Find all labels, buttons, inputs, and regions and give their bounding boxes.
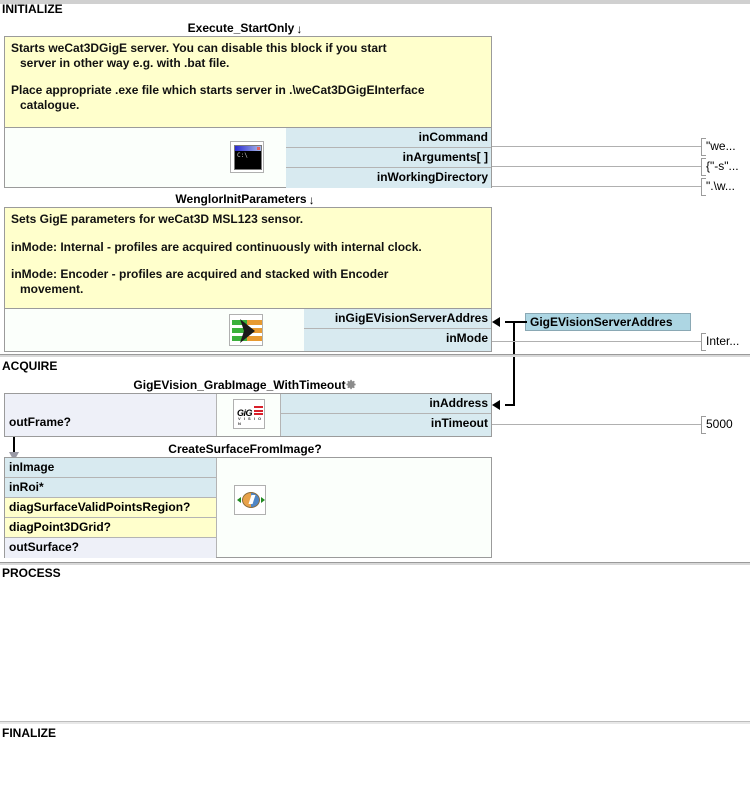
ports-create-surface-from-image: inImage inRoi* diagSurfaceValidPointsReg… — [5, 458, 216, 558]
output-port-outsurface[interactable]: outSurface? — [5, 538, 216, 558]
input-ports-execute-startonly: inCommand inArguments[ ] inWorkingDirect… — [286, 128, 491, 188]
input-port-inroi[interactable]: inRoi* — [5, 478, 216, 498]
comment-line: Sets GigE parameters for weCat3D MSL123 … — [11, 212, 304, 226]
value-inmode[interactable]: Inter... — [701, 333, 739, 351]
block-execute-startonly[interactable]: Starts weCat3DGigE server. You can disab… — [4, 36, 492, 128]
comment-line: Place appropriate .exe file which starts… — [11, 83, 425, 97]
output-ports-gigevision-grabimage: outFrame? — [5, 394, 216, 436]
block-title-text: CreateSurfaceFromImage? — [168, 442, 322, 456]
block-title-create-surface-from-image[interactable]: CreateSurfaceFromImage? — [0, 442, 490, 456]
block-title-gigevision-grabimage[interactable]: GigEVision_GrabImage_WithTimeout — [0, 378, 490, 392]
console-icon: C:\ — [230, 141, 264, 173]
block-icon-area-gigevision-grabimage: GiG V I S I O N — [216, 394, 280, 436]
value-intimeout[interactable]: 5000 — [701, 416, 733, 434]
input-ports-gigevision-grabimage: inAddress inTimeout — [280, 394, 491, 436]
diag-port-point3dgrid[interactable]: diagPoint3DGrid? — [5, 518, 216, 538]
collapse-down-icon[interactable]: ↓ — [296, 22, 303, 36]
collapse-down-icon[interactable]: ↓ — [308, 193, 315, 207]
section-divider-finalize — [0, 721, 750, 724]
comment-line: catalogue. — [20, 97, 80, 112]
gige-vision-icon: GiG V I S I O N — [233, 399, 265, 429]
comment-line: inMode: Encoder - profiles are acquired … — [11, 267, 389, 281]
value-incommand[interactable]: "we... — [701, 138, 736, 156]
block-body-execute-startonly[interactable]: C:\ inCommand inArguments[ ] inWorkingDi… — [4, 127, 492, 188]
value-inarguments[interactable]: {"-s"... — [701, 158, 739, 176]
wire-arrow-ingigevisionserveraddres — [492, 317, 500, 327]
input-port-intimeout[interactable]: inTimeout — [281, 414, 491, 434]
top-divider — [0, 0, 750, 4]
block-create-surface-from-image[interactable]: inImage inRoi* diagSurfaceValidPointsReg… — [4, 457, 492, 558]
input-ports-wenglorinitparameters: inGigEVisionServerAddres inMode — [304, 309, 491, 351]
wire-gigevision-address-v — [513, 321, 515, 406]
wire-inworkingdirectory — [492, 186, 701, 187]
comment-line: Starts weCat3DGigE server. You can disab… — [11, 41, 387, 55]
wire-inarguments — [492, 166, 701, 167]
block-title-text: Execute_StartOnly — [187, 21, 295, 35]
section-label-initialize: INITIALIZE — [2, 2, 63, 16]
input-port-ingigevisionserveraddres[interactable]: inGigEVisionServerAddres — [304, 309, 491, 329]
input-port-inaddress[interactable]: inAddress — [281, 394, 491, 414]
block-body-wenglorinitparameters[interactable]: inGigEVisionServerAddres inMode — [4, 308, 492, 352]
wire-incommand — [492, 146, 701, 147]
block-comment-wenglorinitparameters: Sets GigE parameters for weCat3D MSL123 … — [5, 208, 491, 309]
input-port-inarguments[interactable]: inArguments[ ] — [286, 148, 491, 168]
block-icon-area-wenglorinitparameters — [5, 309, 304, 351]
block-icon-area-create-surface-from-image — [215, 458, 491, 557]
input-port-inworkingdirectory[interactable]: inWorkingDirectory — [286, 168, 491, 188]
gear-icon[interactable] — [346, 378, 357, 392]
global-parameter-gigevisionserveraddres[interactable]: GigEVisionServerAddres — [525, 313, 691, 331]
block-gigevision-grabimage[interactable]: outFrame? GiG V I S I O N inAddress inTi… — [4, 393, 492, 437]
block-title-text: WenglorInitParameters — [175, 192, 307, 206]
parameters-icon — [229, 314, 263, 346]
output-port-outframe[interactable]: outFrame? — [5, 394, 216, 436]
section-label-finalize: FINALIZE — [2, 726, 56, 740]
section-divider-acquire — [0, 354, 750, 357]
comment-line: server in other way e.g. with .bat file. — [20, 55, 230, 70]
section-divider-process — [0, 562, 750, 565]
wire-gigevision-address-h1 — [505, 321, 527, 323]
diag-port-surfacevalidpointsregion[interactable]: diagSurfaceValidPointsRegion? — [5, 498, 216, 518]
block-wenglorinitparameters[interactable]: Sets GigE parameters for weCat3D MSL123 … — [4, 207, 492, 309]
wire-gigevision-address-h2 — [505, 404, 515, 406]
block-title-text: GigEVision_GrabImage_WithTimeout — [133, 378, 346, 392]
input-port-inmode[interactable]: inMode — [304, 329, 491, 349]
block-title-wenglorinitparameters[interactable]: WenglorInitParameters↓ — [0, 192, 490, 207]
input-port-incommand[interactable]: inCommand — [286, 128, 491, 148]
section-label-acquire: ACQUIRE — [2, 359, 58, 373]
block-comment-execute-startonly: Starts weCat3DGigE server. You can disab… — [5, 37, 491, 128]
block-title-execute-startonly[interactable]: Execute_StartOnly↓ — [0, 21, 490, 36]
comment-line: movement. — [20, 281, 84, 296]
wire-outframe-to-inimage — [13, 437, 15, 455]
wire-inmode — [492, 341, 701, 342]
arrow-glyph — [240, 319, 255, 343]
block-icon-area-execute-startonly: C:\ — [5, 128, 286, 187]
wire-arrow-inimage — [9, 452, 19, 461]
wire-arrow-inaddress — [492, 400, 500, 410]
value-inworkingdirectory[interactable]: ".\w... — [701, 178, 735, 196]
wire-intimeout — [492, 424, 701, 425]
input-port-inimage[interactable]: inImage — [5, 458, 216, 478]
comment-line: inMode: Internal - profiles are acquired… — [11, 239, 422, 254]
surface-icon — [233, 485, 266, 515]
section-label-process: PROCESS — [2, 566, 61, 580]
